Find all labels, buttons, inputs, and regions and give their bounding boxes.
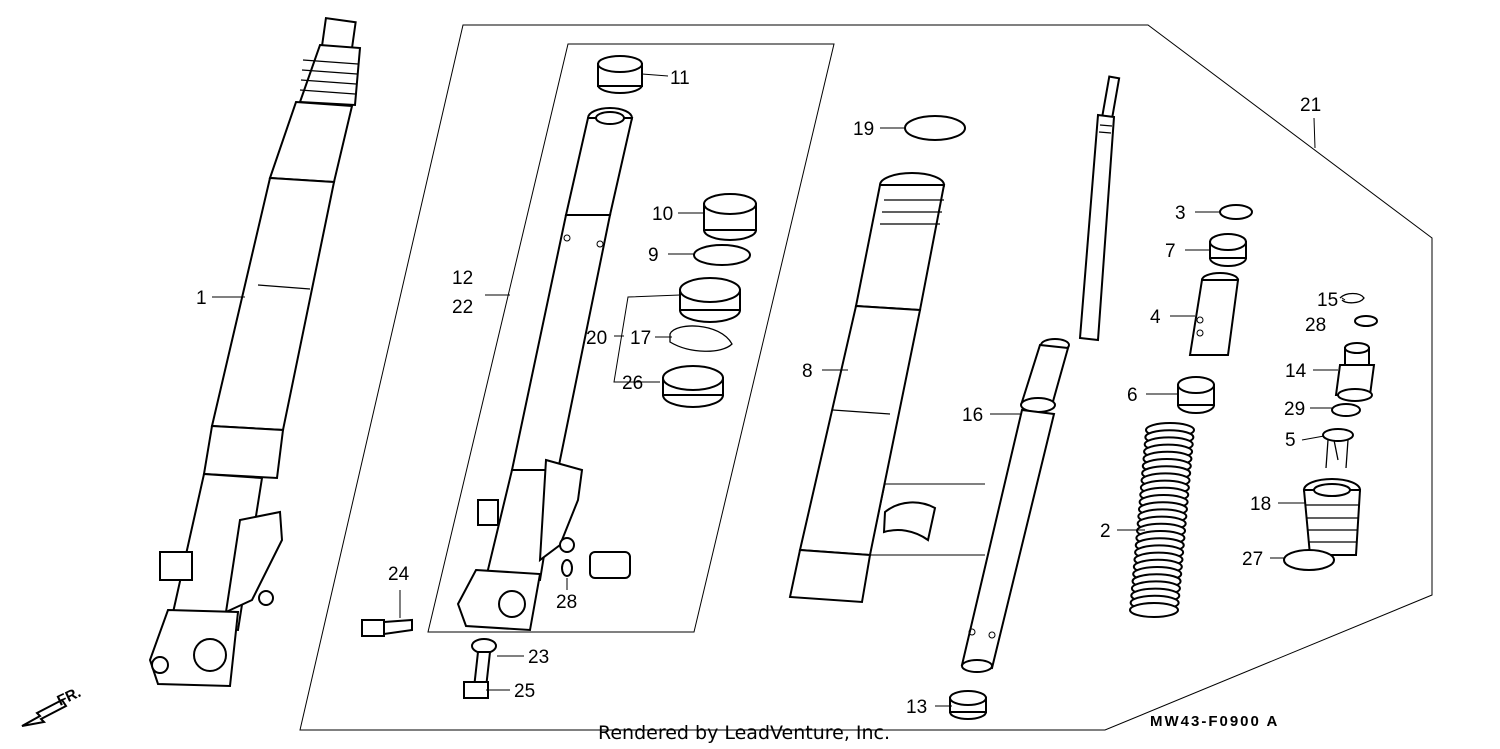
front-direction-marker: FR. — [21, 684, 84, 727]
callout-5[interactable]: 5 — [1285, 430, 1296, 451]
callout-18[interactable]: 18 — [1250, 494, 1271, 515]
callout-7[interactable]: 7 — [1165, 241, 1176, 262]
detail-inset — [869, 483, 985, 556]
callout-11[interactable]: 11 — [670, 68, 690, 89]
clip-15[interactable] — [1339, 292, 1365, 304]
o-ring-28-upper[interactable] — [1354, 315, 1378, 327]
callout-6[interactable]: 6 — [1127, 385, 1138, 406]
credit-text: Rendered by LeadVenture, Inc. — [598, 722, 890, 744]
callout-8[interactable]: 8 — [802, 361, 813, 382]
piston-ring-7[interactable] — [1209, 233, 1247, 267]
callout-9[interactable]: 9 — [648, 245, 659, 266]
callout-labels: 1 2 3 4 5 6 7 8 9 10 11 12 22 13 14 15 1… — [196, 68, 1338, 718]
stopper-5[interactable] — [1322, 428, 1354, 469]
callout-16[interactable]: 16 — [962, 405, 983, 426]
callout-13[interactable]: 13 — [906, 697, 927, 718]
callout-17[interactable]: 17 — [630, 328, 651, 349]
callout-21[interactable]: 21 — [1300, 95, 1321, 116]
callout-3[interactable]: 3 — [1175, 203, 1186, 224]
slide-bushing-11[interactable] — [597, 55, 643, 94]
kit-outline — [299, 24, 1433, 731]
leader-lines — [212, 73, 1346, 707]
oil-lock-piece-13[interactable] — [949, 690, 987, 720]
callout-23[interactable]: 23 — [528, 647, 549, 668]
drain-plug-assembly[interactable] — [561, 551, 631, 579]
callout-4[interactable]: 4 — [1150, 307, 1161, 328]
stopper-ring-19[interactable] — [904, 115, 966, 141]
callout-26[interactable]: 26 — [622, 373, 643, 394]
fr-label: FR. — [55, 684, 84, 710]
bolt-24[interactable] — [361, 618, 413, 637]
callout-20[interactable]: 20 — [586, 328, 607, 349]
callout-24[interactable]: 24 — [388, 564, 410, 585]
collar-6[interactable] — [1177, 376, 1215, 414]
callout-10[interactable]: 10 — [652, 204, 673, 225]
fork-spring-2[interactable] — [1129, 422, 1195, 618]
guide-bushing-10[interactable] — [703, 193, 757, 241]
diagram-code: MW43-F0900 A — [1150, 713, 1279, 730]
dust-seal-26[interactable] — [662, 365, 724, 408]
callout-28-lower[interactable]: 28 — [556, 592, 577, 613]
oil-seal-20[interactable] — [679, 277, 741, 323]
callout-29[interactable]: 29 — [1284, 399, 1305, 420]
callout-22[interactable]: 22 — [452, 297, 473, 318]
callout-2[interactable]: 2 — [1100, 521, 1111, 542]
washer-3[interactable] — [1219, 204, 1253, 220]
backup-ring-9[interactable] — [693, 244, 751, 266]
fork-bolt-18[interactable] — [1302, 478, 1362, 556]
washer-23[interactable] — [471, 638, 497, 654]
fork-pipe-12-22[interactable] — [456, 107, 634, 632]
callout-1[interactable]: 1 — [196, 288, 207, 309]
fork-piston-16[interactable] — [960, 75, 1121, 673]
o-ring-29[interactable] — [1331, 403, 1361, 417]
fork-slider-8[interactable] — [788, 172, 946, 604]
callout-12[interactable]: 12 — [452, 268, 473, 289]
stopper-ring-17[interactable] — [669, 325, 733, 352]
adjuster-14[interactable] — [1334, 342, 1376, 402]
callout-19[interactable]: 19 — [853, 119, 874, 140]
o-ring-27[interactable] — [1283, 549, 1335, 571]
callout-27[interactable]: 27 — [1242, 549, 1263, 570]
bolt-25[interactable] — [463, 651, 492, 699]
fork-pipe-kit-outline — [427, 43, 835, 633]
callout-14[interactable]: 14 — [1285, 361, 1307, 382]
arrow-icon — [21, 698, 68, 727]
fork-assembly[interactable] — [148, 16, 362, 688]
collar-4[interactable] — [1188, 272, 1240, 356]
callout-25[interactable]: 25 — [514, 681, 535, 702]
callout-28-upper[interactable]: 28 — [1305, 315, 1326, 336]
callout-15[interactable]: 15 — [1317, 290, 1338, 311]
spring-coil — [1129, 602, 1179, 618]
